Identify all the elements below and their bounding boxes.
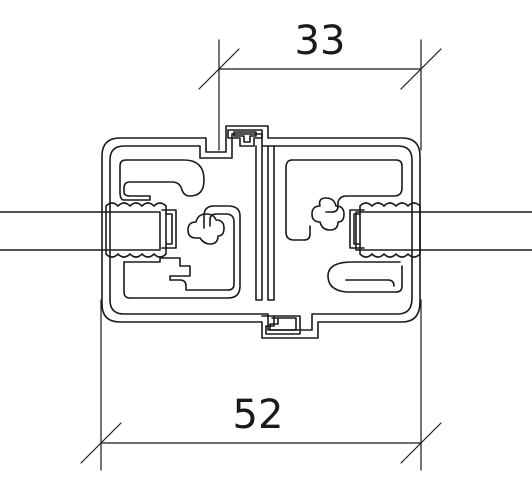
profile-outline [101,125,421,339]
left-gasket [105,202,167,258]
bottom-dimension-value: 52 [233,392,284,438]
right-screw-boss [311,197,345,231]
top-tick-right [400,48,442,90]
profile-outer-contour [101,125,421,339]
right-upper-channel [291,159,403,213]
bottom-t-slot-inner [269,317,297,331]
profile-inner-contour [109,133,413,331]
top-t-slot-inner [233,131,257,143]
left-lower-channel [123,213,235,291]
top-t-slot [227,129,263,147]
left-chamber [105,159,241,299]
bottom-dimension: 52 [80,299,442,471]
left-gasket-seat-inner [165,213,173,245]
left-screw-boss [187,213,225,245]
glass-pane-left [0,211,161,251]
right-lower-hook [327,261,403,293]
top-dimension-value: 33 [295,18,346,64]
right-gasket [359,202,421,258]
right-chamber [285,159,421,293]
web-right-wall [267,145,275,301]
bottom-t-slot [261,315,301,335]
left-lower-channel-outer [123,205,241,299]
central-web [227,129,301,335]
bottom-tick-right [400,422,442,464]
web-left-wall [255,145,263,301]
top-tick-left [198,48,240,90]
top-dimension: 33 [198,18,442,151]
glass-pane-right [355,211,532,251]
left-upper-hook [119,159,205,201]
left-gasket-seat [161,209,177,249]
glass-panes [0,211,532,251]
bottom-tick-left [80,422,122,464]
right-upper-channel-side [285,159,311,241]
right-gasket-seat-inner [353,213,361,245]
right-lower-hook-lip [345,279,395,287]
right-gasket-seat [349,209,365,249]
